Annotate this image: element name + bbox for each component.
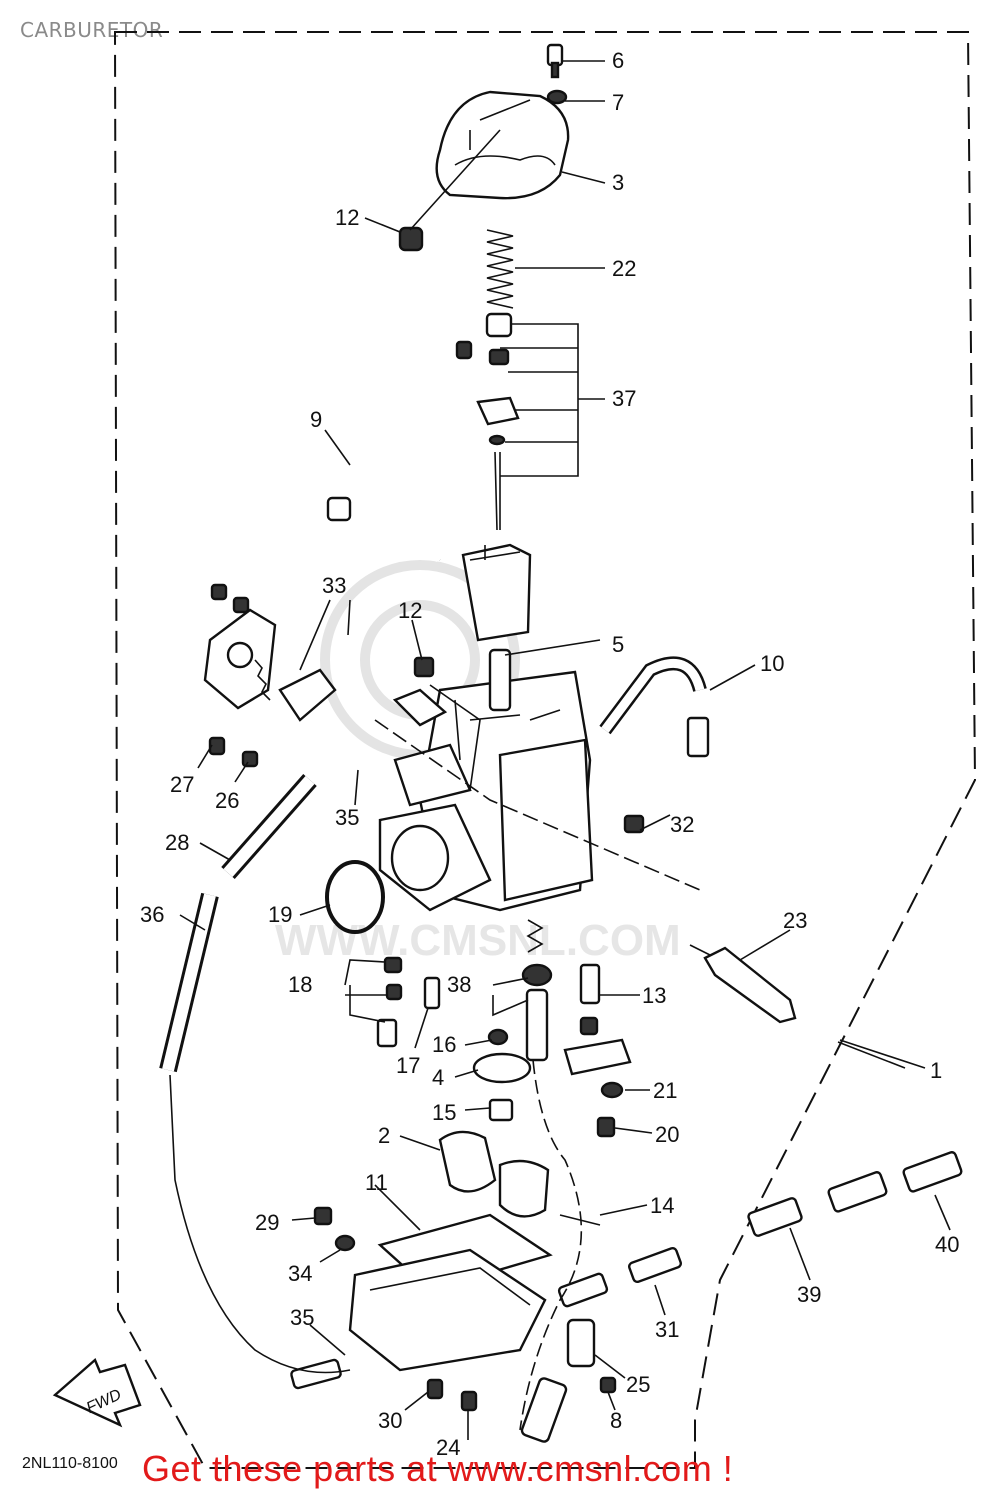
callout-16: 16 bbox=[432, 1032, 456, 1057]
assembly-boundary bbox=[113, 31, 977, 1469]
callout-14: 14 bbox=[650, 1193, 674, 1218]
callout-labels: 6 7 3 12 22 37 9 33 12 5 10 27 26 35 32 … bbox=[140, 48, 959, 1460]
callout-19: 19 bbox=[268, 902, 292, 927]
drawing-code: 2NL110-8100 bbox=[22, 1455, 118, 1472]
cmsnl-link-banner[interactable]: Get these parts at www.cmsnl.com ! bbox=[142, 1448, 734, 1489]
callout-31: 31 bbox=[655, 1317, 679, 1342]
overflow-hoses bbox=[290, 1151, 963, 1390]
callout-32: 32 bbox=[670, 812, 694, 837]
top-cover bbox=[398, 43, 570, 252]
callout-36: 36 bbox=[140, 902, 164, 927]
throttle-slide bbox=[461, 543, 532, 642]
callout-27: 27 bbox=[170, 772, 194, 797]
callout-30: 30 bbox=[378, 1408, 402, 1433]
hose-10 bbox=[599, 656, 710, 758]
jet-needle-set bbox=[455, 312, 520, 531]
callout-11: 11 bbox=[365, 1170, 388, 1195]
callout-37: 37 bbox=[612, 386, 636, 411]
float-2 bbox=[438, 1130, 550, 1218]
callout-4: 4 bbox=[432, 1065, 444, 1090]
callout-25: 25 bbox=[626, 1372, 650, 1397]
callout-23: 23 bbox=[783, 908, 807, 933]
callout-38: 38 bbox=[447, 972, 471, 997]
callout-17: 17 bbox=[396, 1053, 420, 1078]
callout-15: 15 bbox=[432, 1100, 456, 1125]
pump-cover bbox=[203, 583, 337, 722]
callout-22: 22 bbox=[612, 256, 636, 281]
callout-12-top: 12 bbox=[335, 205, 359, 230]
callout-12-mid: 12 bbox=[398, 598, 422, 623]
hose-9 bbox=[326, 460, 445, 563]
carburetor-body bbox=[378, 648, 645, 912]
callout-6: 6 bbox=[612, 48, 624, 73]
leader-lines bbox=[179, 60, 951, 1440]
callout-29: 29 bbox=[255, 1210, 279, 1235]
fwd-arrow: FWD bbox=[52, 1357, 142, 1428]
callout-7: 7 bbox=[612, 90, 624, 115]
callout-34: 34 bbox=[288, 1261, 312, 1286]
callout-40: 40 bbox=[935, 1232, 959, 1257]
callout-3: 3 bbox=[612, 170, 624, 195]
callout-21: 21 bbox=[653, 1078, 677, 1103]
callout-5: 5 bbox=[612, 632, 624, 657]
callout-35-mid: 35 bbox=[335, 805, 359, 830]
callout-28: 28 bbox=[165, 830, 189, 855]
callout-2: 2 bbox=[378, 1123, 390, 1148]
callout-8: 8 bbox=[610, 1408, 622, 1433]
callout-24: 24 bbox=[436, 1435, 460, 1460]
pilot-screw-23 bbox=[689, 944, 797, 1024]
callout-33: 33 bbox=[322, 573, 346, 598]
callout-9: 9 bbox=[310, 407, 322, 432]
callout-1: 1 bbox=[930, 1058, 942, 1083]
callout-26: 26 bbox=[215, 788, 239, 813]
callout-18: 18 bbox=[288, 972, 312, 997]
callout-35-low: 35 bbox=[290, 1305, 314, 1330]
callout-10: 10 bbox=[760, 651, 784, 676]
callout-39: 39 bbox=[797, 1282, 821, 1307]
callout-20: 20 bbox=[655, 1122, 679, 1147]
jet-parts bbox=[376, 919, 632, 1138]
page-title: CARBURETOR bbox=[20, 18, 164, 42]
throttle-spring bbox=[486, 229, 514, 309]
watermark-text: WWW.CMSNL.COM bbox=[275, 916, 681, 965]
float-chamber bbox=[313, 1206, 617, 1443]
o-ring-19 bbox=[325, 860, 385, 934]
callout-13: 13 bbox=[642, 983, 666, 1008]
